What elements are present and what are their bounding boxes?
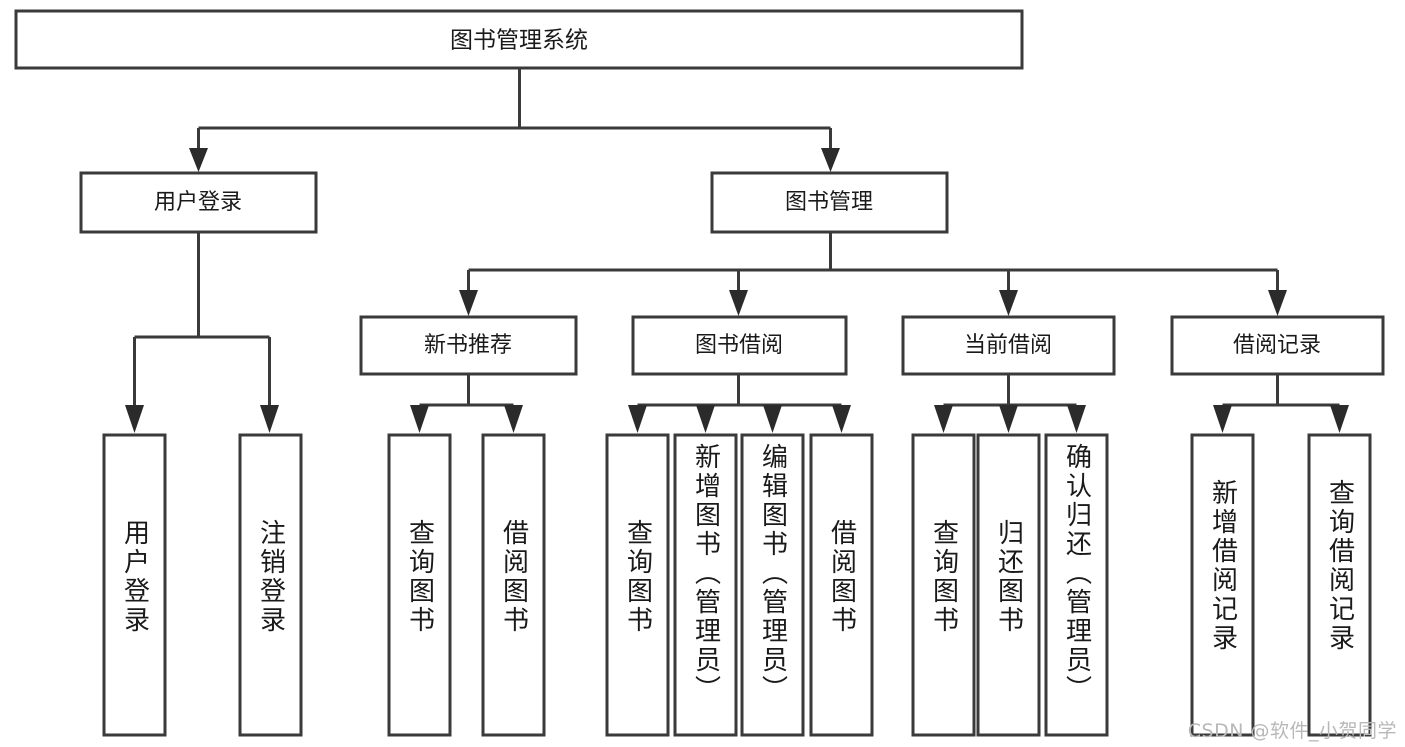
arrowhead-leaf-add-book [696,405,715,433]
node-new-book-recommend-label: 新书推荐 [424,333,512,358]
arrowhead-leaf-user-logout [260,405,279,433]
leaf-query-book-1-rect[interactable] [387,433,452,737]
arrowhead-leaf-borrow-book-2 [832,405,851,433]
arrowhead-user-login [189,148,208,172]
leaf-query-book-3-rect[interactable] [911,433,976,737]
arrowhead-new-book-recommend [459,290,478,316]
arrowhead-leaf-query-book-3 [934,405,953,433]
node-root[interactable]: 图书管理系统 [14,9,1024,70]
leaf-query-record-rect[interactable] [1307,433,1372,737]
node-book-management-rect[interactable] [710,171,949,234]
leaf-borrow-book-1-rect[interactable] [481,433,546,737]
arrowhead-leaf-query-book-1 [410,405,429,433]
leaf-return-book-rect[interactable] [976,433,1041,737]
node-user-login[interactable]: 用户登录 [79,171,318,234]
connector-group-book-borrow [628,374,851,433]
arrowhead-leaf-borrow-book-1 [504,405,523,433]
connector-group-current-borrow [934,374,1086,433]
arrowhead-leaf-return-book [999,405,1018,433]
leaf-borrow-book-2-rect[interactable] [809,433,874,737]
node-borrow-record-label: 借阅记录 [1233,333,1321,358]
arrowhead-leaf-add-record [1213,405,1232,433]
arrowhead-leaf-user-login [125,405,144,433]
leaf-add-record-rect[interactable] [1190,433,1255,737]
arrowhead-leaf-query-record [1330,405,1349,433]
node-current-borrow[interactable]: 当前借阅 [901,315,1116,376]
arrowhead-book-borrow [729,290,748,316]
node-root-label: 图书管理系统 [450,28,588,54]
node-book-borrow[interactable]: 图书借阅 [631,315,848,376]
arrowhead-leaf-query-book-2 [628,405,647,433]
node-new-book-recommend-rect[interactable] [359,315,578,376]
csdn-watermark: CSDN @软件_小贺同学 [1187,720,1397,742]
node-book-management-label: 图书管理 [785,190,873,215]
leaf-user-logout-rect[interactable] [238,433,303,737]
arrowhead-borrow-record [1268,290,1287,316]
leaf-add-book-rect[interactable] [673,433,738,737]
arrowhead-leaf-edit-book [763,405,782,433]
node-root-rect[interactable] [14,9,1024,70]
node-book-borrow-rect[interactable] [631,315,848,376]
node-current-borrow-rect[interactable] [901,315,1116,376]
leaf-user-login-rect[interactable] [102,433,167,737]
node-book-management[interactable]: 图书管理 [710,171,949,234]
node-user-login-rect[interactable] [79,171,318,234]
connector-group-root [189,69,840,172]
leaf-confirm-return-rect[interactable] [1044,433,1109,737]
leaf-query-book-2-rect[interactable] [605,433,670,737]
arrowhead-book-management [821,148,840,172]
connector-group-user-login [125,232,279,433]
leaf-boxes-group [102,433,1372,737]
node-borrow-record[interactable]: 借阅记录 [1170,315,1385,376]
arrowhead-leaf-confirm-return [1067,405,1086,433]
connector-group-borrow-record [1213,374,1349,433]
node-current-borrow-label: 当前借阅 [964,333,1052,358]
arrowhead-current-borrow [999,290,1018,316]
node-new-book-recommend[interactable]: 新书推荐 [359,315,578,376]
connector-group-new-book-recommend [410,374,523,433]
node-book-borrow-label: 图书借阅 [695,333,783,358]
connector-group-book-management [459,232,1287,316]
leaf-edit-book-rect[interactable] [740,433,805,737]
node-borrow-record-rect[interactable] [1170,315,1385,376]
node-user-login-label: 用户登录 [154,190,242,215]
